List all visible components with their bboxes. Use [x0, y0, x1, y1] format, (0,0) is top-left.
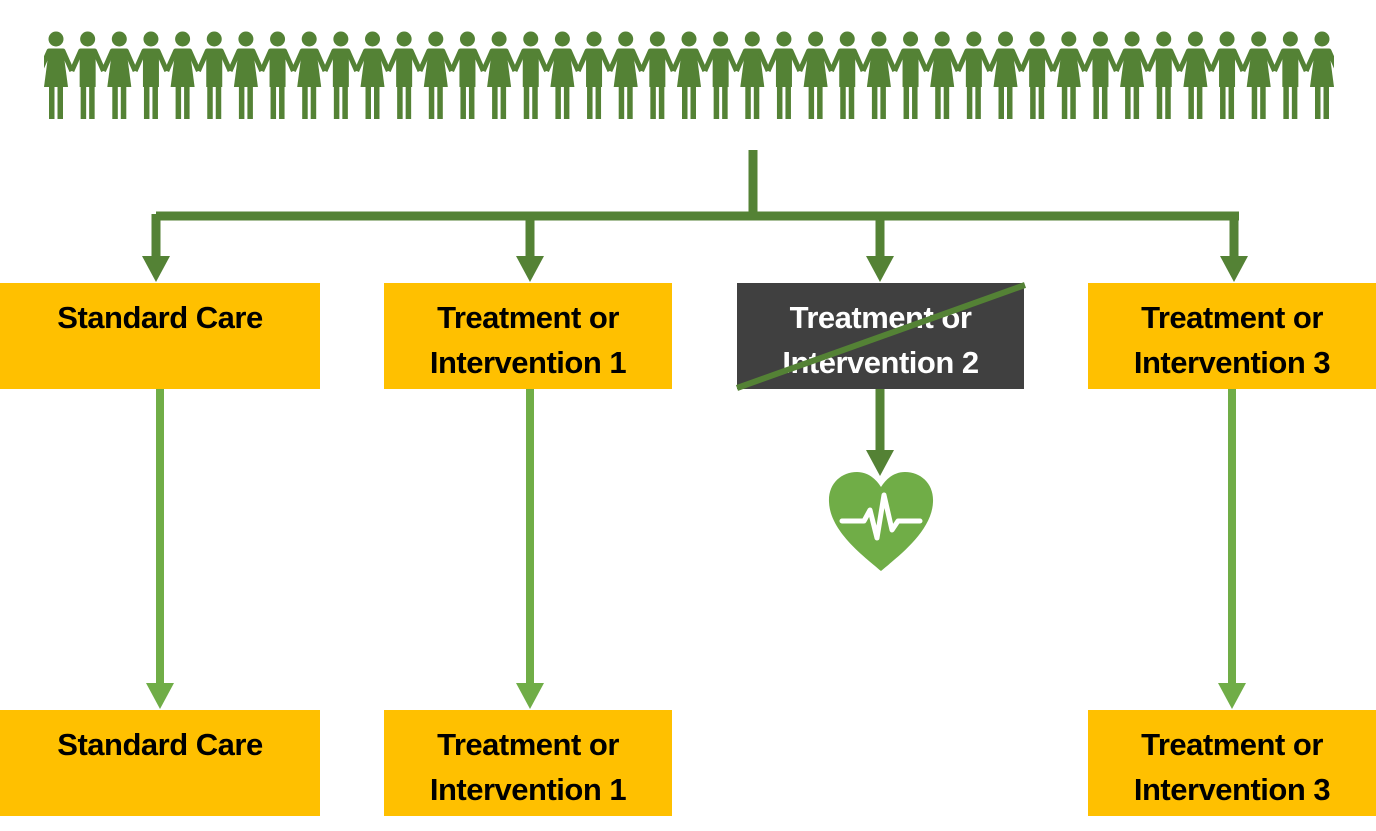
person-icon: [44, 31, 75, 119]
person-icon: [480, 31, 518, 119]
person-icon: [829, 31, 866, 119]
person-icon: [987, 31, 1024, 119]
arm-label-line-1: Treatment or: [1141, 300, 1323, 335]
continuation-arrow: [1218, 389, 1246, 709]
heart-arrow: [866, 389, 894, 476]
arm-arrow: [866, 214, 894, 282]
person-icon: [101, 31, 138, 119]
person-icon: [291, 31, 328, 119]
continuation-arrow: [146, 389, 174, 709]
person-icon: [892, 31, 929, 119]
person-icon: [1145, 31, 1182, 119]
outcome-label-line-1: Treatment or: [437, 727, 619, 762]
person-icon: [69, 31, 106, 119]
arm-label: Standard Care: [57, 300, 263, 335]
person-icon: [1113, 31, 1151, 119]
person-icon: [1208, 31, 1246, 119]
person-icon: [164, 31, 201, 119]
person-icon: [196, 31, 233, 119]
arm-arrow: [1220, 214, 1248, 282]
person-icon: [955, 31, 992, 119]
person-icon: [1082, 31, 1119, 119]
person-icon: [639, 31, 676, 119]
arm-label-line-2: Intervention 2: [782, 345, 979, 380]
outcome-label-line-1: Treatment or: [1141, 727, 1323, 762]
arm-box-intervention-2-dropped: Treatment or Intervention 2: [737, 283, 1024, 389]
outcome-label: Standard Care: [57, 727, 263, 762]
arm-box-standard-care: Standard Care: [0, 283, 320, 389]
heart-pulse-icon: [828, 472, 934, 571]
person-icon: [386, 31, 423, 119]
person-icon: [924, 31, 961, 119]
person-icon: [132, 31, 170, 119]
person-icon: [227, 31, 265, 119]
arm-box-intervention-3: Treatment or Intervention 3: [1088, 283, 1376, 389]
person-icon: [1303, 31, 1334, 119]
person-icon: [449, 31, 486, 119]
person-icon: [1019, 31, 1056, 119]
person-icon: [417, 31, 454, 119]
arm-box-intervention-1: Treatment or Intervention 1: [384, 283, 672, 389]
person-icon: [1050, 31, 1087, 119]
person-icon: [607, 31, 644, 119]
arm-label-line-2: Intervention 3: [1133, 345, 1331, 380]
person-icon: [512, 31, 549, 119]
arm-label-line-2: Intervention 1: [429, 345, 627, 380]
outcome-box-standard-care: Standard Care: [0, 710, 320, 816]
person-icon: [702, 31, 739, 119]
person-icon: [670, 31, 708, 119]
outcome-box-intervention-1: Treatment or Intervention 1: [384, 710, 672, 816]
person-icon: [259, 31, 296, 119]
continuation-arrow: [516, 389, 544, 709]
person-icon: [544, 31, 581, 119]
population-row: [44, 31, 1334, 119]
person-icon: [1240, 31, 1277, 119]
person-icon: [322, 31, 359, 119]
person-icon: [1177, 31, 1214, 119]
arm-arrow: [142, 214, 170, 282]
outcome-label-line-2: Intervention 3: [1133, 772, 1331, 807]
person-icon: [1272, 31, 1309, 119]
person-icon: [575, 31, 613, 119]
person-icon: [797, 31, 834, 119]
person-icon: [354, 31, 391, 119]
person-icon: [860, 31, 898, 119]
arm-arrow: [516, 214, 544, 282]
outcome-label-line-2: Intervention 1: [429, 772, 627, 807]
outcome-box-intervention-3: Treatment or Intervention 3: [1088, 710, 1376, 816]
arm-label-line-1: Treatment or: [789, 300, 972, 335]
person-icon: [765, 31, 803, 119]
person-icon: [734, 31, 771, 119]
arm-label-line-1: Treatment or: [437, 300, 619, 335]
